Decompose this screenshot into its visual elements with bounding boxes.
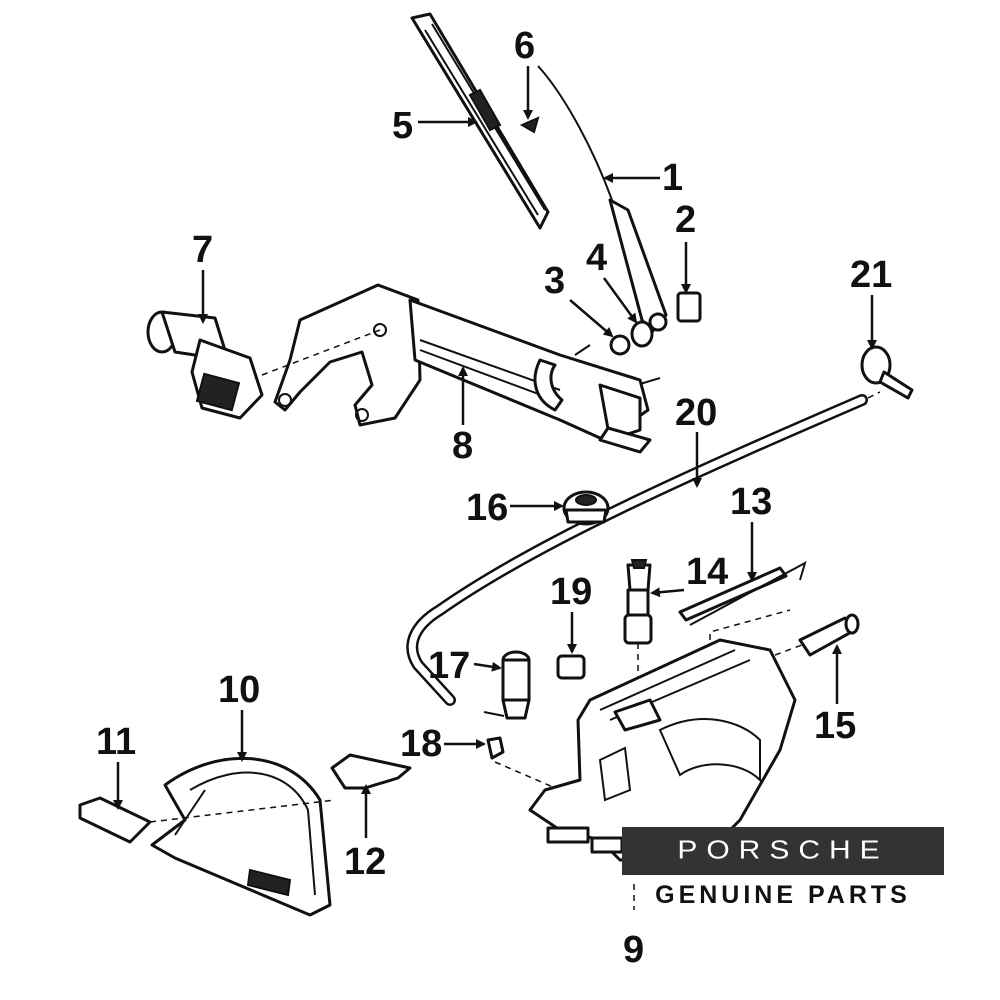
part-number-14: 14 (686, 551, 728, 593)
washer-nozzle-21 (860, 345, 914, 400)
part-number-13: 13 (730, 481, 772, 523)
brand-logo: PORSCHE (622, 827, 944, 875)
part-number-18: 18 (400, 723, 442, 765)
splash-shield (150, 756, 332, 917)
part-number-10: 10 (218, 669, 260, 711)
part-number-12: 12 (344, 841, 386, 883)
porsche-genuine-parts-badge: PORSCHE GENUINE PARTS (622, 827, 944, 910)
brand-logo-text: PORSCHE (677, 836, 889, 865)
part-labels: 1 2 3 4 5 6 7 8 9 10 11 12 13 14 15 16 1… (96, 25, 892, 971)
part-number-7: 7 (192, 229, 213, 271)
part-number-9: 9 (623, 929, 644, 971)
part-number-2: 2 (675, 199, 696, 241)
nut-part (609, 334, 631, 356)
bracket-11 (78, 796, 152, 844)
part-number-1: 1 (662, 157, 683, 199)
clip-part (519, 116, 540, 134)
part-number-8: 8 (452, 425, 473, 467)
cap-part (676, 291, 702, 323)
seal-strip (678, 560, 807, 626)
connector-part (486, 736, 505, 760)
washer-pump-17 (483, 650, 531, 720)
part-number-4: 4 (586, 237, 607, 279)
genuine-parts-tagline: GENUINE PARTS (655, 881, 911, 909)
bracket-12 (330, 753, 412, 790)
part-number-5: 5 (392, 105, 413, 147)
washer-reservoir (528, 638, 797, 862)
washer-part (630, 320, 654, 348)
grommet-part (556, 654, 586, 680)
part-number-19: 19 (550, 571, 592, 613)
part-number-11: 11 (96, 721, 136, 763)
part-number-3: 3 (544, 260, 565, 302)
wiper-blade (410, 12, 550, 230)
wiper-linkage-frame (273, 283, 661, 454)
reservoir-cap (562, 490, 610, 526)
washer-pump-14 (623, 559, 653, 645)
part-number-17: 17 (428, 645, 470, 687)
part-number-6: 6 (514, 25, 535, 67)
filter-tube (798, 613, 860, 657)
part-number-15: 15 (814, 705, 856, 747)
part-number-16: 16 (466, 487, 508, 529)
part-number-21: 21 (850, 254, 892, 296)
leader-lines (113, 66, 877, 910)
wiper-arm (537, 65, 668, 334)
part-number-20: 20 (675, 392, 717, 434)
wiper-motor (146, 310, 264, 420)
